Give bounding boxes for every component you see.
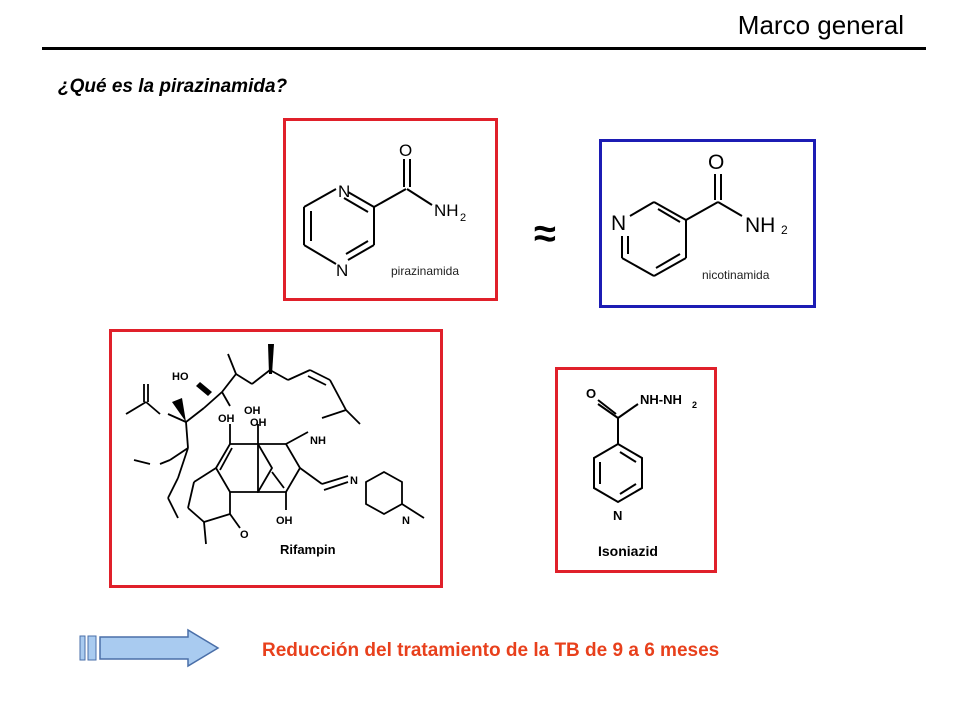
rifampin-oh-left: OH <box>218 413 235 425</box>
isoniazid-n: N <box>613 508 622 523</box>
rifampin-structure: HO OH OH OH OH NH N N O Rifampin <box>125 344 425 557</box>
nicotinamide-nh: NH <box>745 214 775 237</box>
isoniazid-label: Isoniazid <box>598 543 658 559</box>
isoniazid-structure: O NH-NH 2 N Isoniazid <box>586 386 697 559</box>
right-arrow-icon <box>79 628 220 668</box>
pyrazinamide-n2: N <box>336 261 348 280</box>
rifampin-n-methyl: N <box>402 515 410 527</box>
approx-symbol: ≈ <box>534 212 556 256</box>
nicotinamide-box: N O NH 2 nicotinamida <box>599 139 816 308</box>
nicotinamide-o: O <box>708 151 724 174</box>
pyrazinamide-o: O <box>399 141 412 160</box>
title-divider <box>42 47 926 50</box>
nicotinamide-label: nicotinamida <box>702 268 770 282</box>
rifampin-oh-bottom: OH <box>276 515 293 527</box>
rifampin-oh-chain: OH <box>244 405 261 417</box>
nicotinamide-n: N <box>611 212 626 235</box>
isoniazid-sub: 2 <box>692 400 697 410</box>
isoniazid-hydrazide: NH-NH <box>640 392 682 407</box>
pyrazinamide-nh: NH <box>434 201 459 220</box>
conclusion-text: Reducción del tratamiento de la TB de 9 … <box>262 640 720 661</box>
isoniazid-box: O NH-NH 2 N Isoniazid <box>555 367 717 573</box>
pyrazinamide-structure: N N O NH 2 <box>303 141 466 280</box>
rifampin-box: HO OH OH OH OH NH N N O Rifampin <box>109 329 443 588</box>
rifampin-label: Rifampin <box>280 542 336 557</box>
pyrazinamide-box: N N O NH 2 pirazinamida <box>283 118 498 301</box>
rifampin-o: O <box>240 529 249 541</box>
rifampin-nh: NH <box>310 435 326 447</box>
rifampin-n-imine: N <box>350 475 358 487</box>
pyrazinamide-n1: N <box>338 182 350 201</box>
nicotinamide-sub: 2 <box>781 223 788 237</box>
isoniazid-o: O <box>586 386 596 401</box>
question-heading: ¿Qué es la pirazinamida? <box>58 76 288 97</box>
slide-title: Marco general <box>737 10 904 40</box>
nicotinamide-structure: N O NH 2 <box>611 151 788 277</box>
pyrazinamide-label: pirazinamida <box>391 264 460 278</box>
pyrazinamide-sub: 2 <box>460 212 466 224</box>
rifampin-ho: HO <box>172 371 189 383</box>
rifampin-oh-top: OH <box>250 417 267 429</box>
